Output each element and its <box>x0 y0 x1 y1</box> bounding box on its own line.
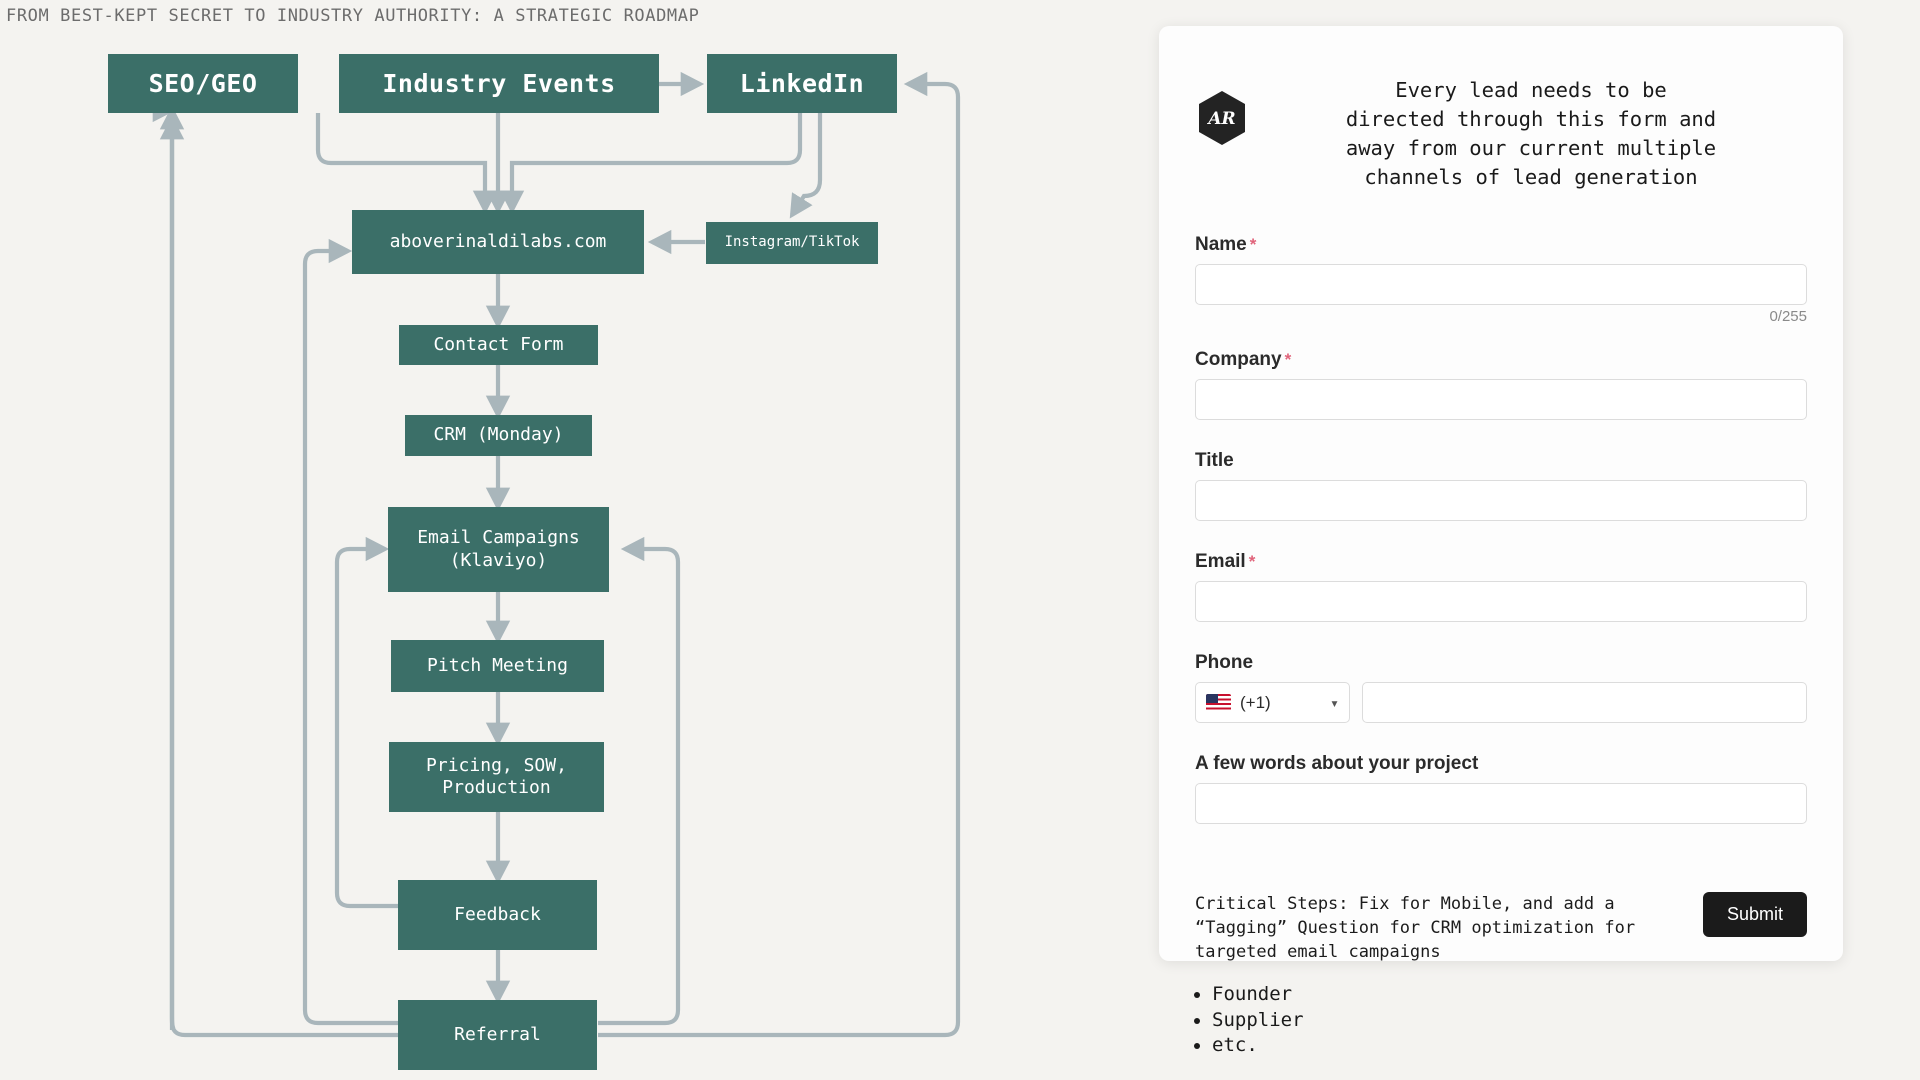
flow-node-social[interactable]: Instagram/TikTok <box>706 222 878 264</box>
label-title: Title <box>1195 450 1234 471</box>
required-marker: * <box>1248 552 1256 571</box>
title-input[interactable] <box>1195 480 1807 521</box>
flow-node-linkedin[interactable]: LinkedIn <box>707 54 897 113</box>
email-input[interactable] <box>1195 581 1807 622</box>
panel-header: AR Every lead needs to be directed throu… <box>1159 76 1843 192</box>
us-flag-icon <box>1206 694 1231 711</box>
name-char-counter: 0/255 <box>1769 308 1807 325</box>
flow-node-feedback[interactable]: Feedback <box>398 880 597 950</box>
flow-node-crm[interactable]: CRM (Monday) <box>405 415 592 456</box>
submit-button[interactable]: Submit <box>1702 892 1807 937</box>
field-email: Email* <box>1195 551 1807 622</box>
audience-bullet-list: Founder Supplier etc. <box>1190 982 1304 1059</box>
ar-logo-icon: AR <box>1197 90 1247 146</box>
list-item: etc. <box>1212 1033 1304 1059</box>
name-input[interactable] <box>1195 264 1807 305</box>
country-code-select[interactable]: (+1) ▾ <box>1195 682 1350 723</box>
required-marker: * <box>1249 235 1257 254</box>
chevron-down-icon: ▾ <box>1329 693 1339 712</box>
label-name-text: Name <box>1195 234 1247 255</box>
phone-row: (+1) ▾ <box>1195 682 1807 723</box>
label-phone: Phone <box>1195 652 1254 673</box>
company-input[interactable] <box>1195 379 1807 420</box>
label-project: A few words about your project <box>1195 753 1479 774</box>
label-company-text: Company <box>1195 349 1282 370</box>
flow-node-industry-events[interactable]: Industry Events <box>339 54 659 113</box>
label-email: Email* <box>1195 551 1807 573</box>
flow-node-seo[interactable]: SEO/GEO <box>108 54 298 113</box>
flow-node-pitch-meeting[interactable]: Pitch Meeting <box>391 640 604 692</box>
flow-node-referral[interactable]: Referral <box>398 1000 597 1070</box>
ar-logo-text: AR <box>1206 109 1235 129</box>
required-marker: * <box>1284 350 1292 369</box>
form-footer: Critical Steps: Fix for Mobile, and add … <box>1195 892 1807 964</box>
field-name: Name* 0/255 <box>1195 234 1807 325</box>
list-item: Supplier <box>1212 1008 1304 1034</box>
critical-steps-note: Critical Steps: Fix for Mobile, and add … <box>1195 894 1636 963</box>
project-input[interactable] <box>1195 783 1807 824</box>
flow-node-email-campaigns[interactable]: Email Campaigns (Klaviyo) <box>388 507 609 592</box>
flow-node-website[interactable]: aboverinaldilabs.com <box>352 210 644 274</box>
field-company: Company* <box>1195 349 1807 420</box>
flowchart: SEO/GEO Industry Events LinkedIn aboveri… <box>108 54 961 1070</box>
label-email-text: Email <box>1195 551 1246 572</box>
field-project: A few words about your project <box>1195 753 1807 824</box>
label-name: Name* <box>1195 234 1807 256</box>
page-title: FROM BEST-KEPT SECRET TO INDUSTRY AUTHOR… <box>6 6 700 26</box>
intro-text: Every lead needs to be directed through … <box>1345 78 1717 190</box>
field-title: Title <box>1195 450 1807 521</box>
flow-node-contact-form[interactable]: Contact Form <box>399 325 598 365</box>
country-code-label: (+1) <box>1240 692 1271 712</box>
form-fields: Name* 0/255 Company* Title <box>1159 234 1843 824</box>
label-company: Company* <box>1195 349 1807 371</box>
list-item: Founder <box>1212 982 1304 1008</box>
flowchart-connectors <box>159 71 961 1038</box>
flow-node-pricing-sow-production[interactable]: Pricing, SOW, Production <box>389 742 604 812</box>
lead-form-card: AR Every lead needs to be directed throu… <box>1159 26 1843 964</box>
field-phone: Phone (+1) ▾ <box>1195 652 1807 723</box>
phone-input[interactable] <box>1362 682 1807 723</box>
